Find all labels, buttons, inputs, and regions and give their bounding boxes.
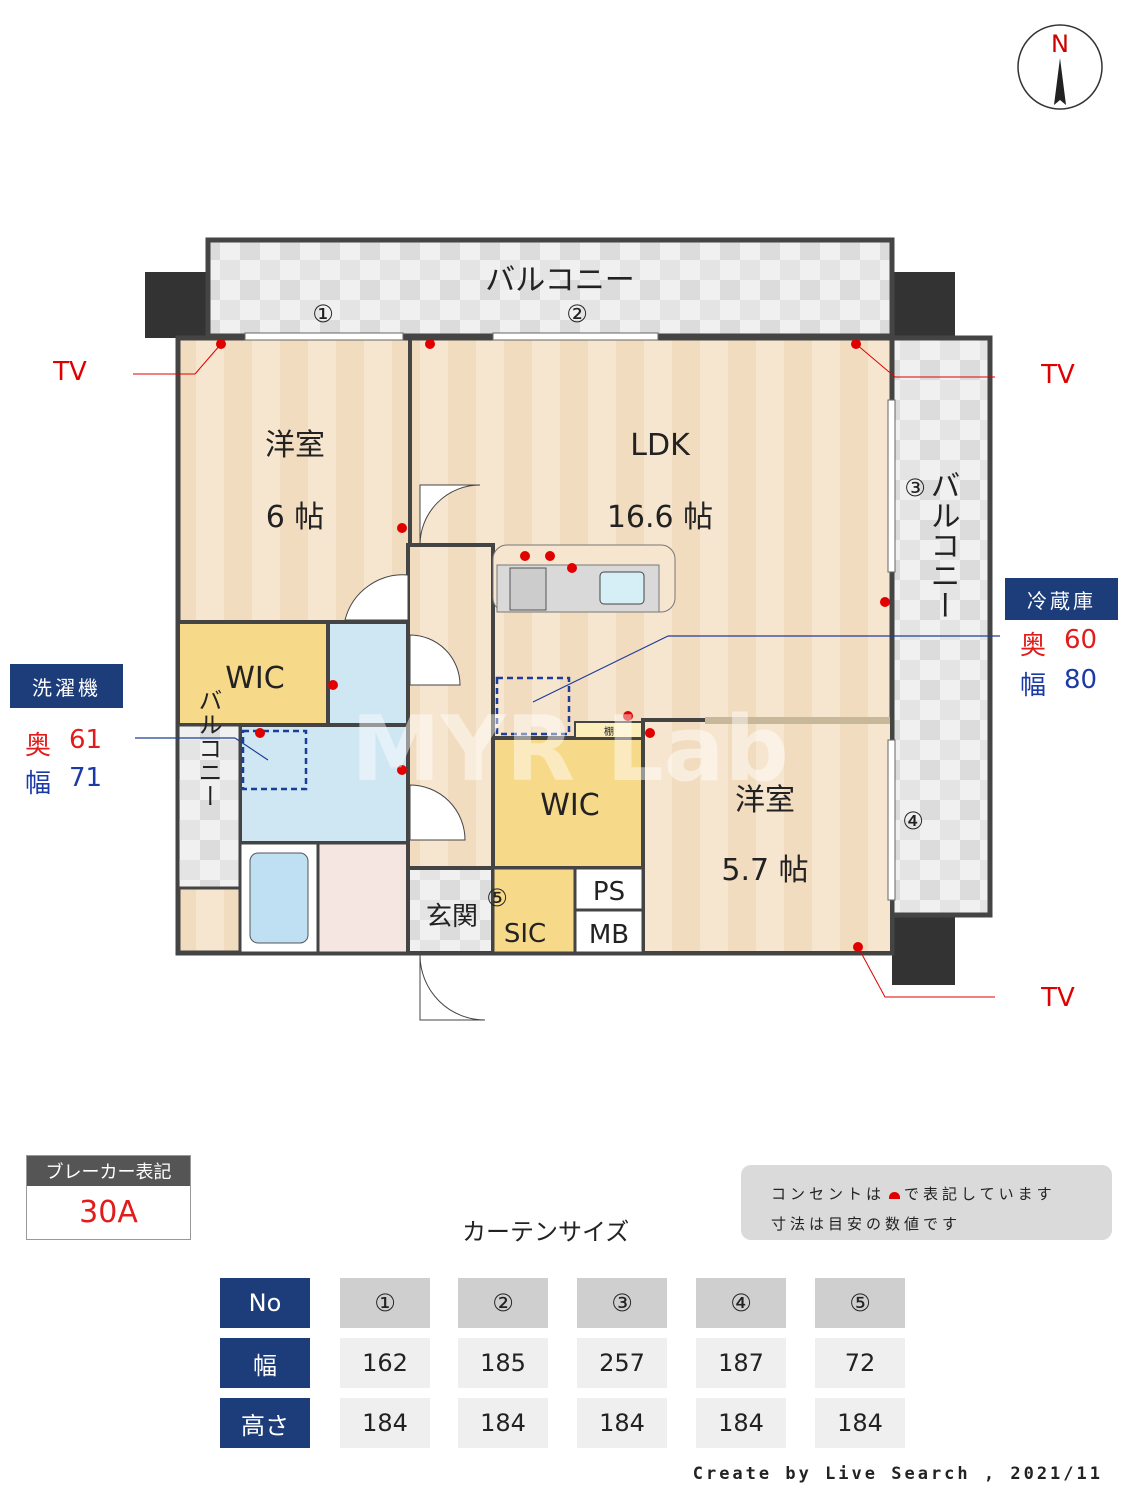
breaker-value: 30A [79, 1195, 138, 1230]
curtain-marker-5: ⑤ [486, 884, 508, 912]
western-room-1-size: 6 帖 [266, 500, 325, 535]
balcony-top-label: バルコニー [485, 263, 634, 298]
tv-label: TV [1040, 983, 1075, 1013]
balcony-right [889, 335, 993, 918]
row-header-width: 幅 [220, 1338, 310, 1388]
balcony-right-label: バルコニー [925, 470, 960, 620]
pillar [892, 915, 955, 985]
note-text: で表記しています [904, 1185, 1056, 1203]
balcony-left-label: バルコニー [194, 688, 222, 808]
width-value: 80 [1064, 665, 1098, 695]
depth-label: 奥 [25, 731, 52, 761]
width-label: 幅 [1020, 671, 1047, 701]
stove-icon [509, 567, 547, 611]
shelf-label: 棚 [604, 725, 614, 738]
ps-label: PS [593, 877, 625, 907]
meter-box [573, 908, 645, 955]
fridge-title: 冷蔵庫 [1005, 578, 1118, 620]
sliding-door [705, 717, 890, 724]
curtain-no: ② [458, 1278, 548, 1328]
row-header-no: No [220, 1278, 310, 1328]
western-room-2-label: 洋室 [735, 783, 795, 818]
door [344, 574, 409, 621]
curtain-width: 187 [696, 1338, 786, 1388]
washer-space [241, 729, 308, 791]
breaker-box: ブレーカー表記 30A [26, 1155, 191, 1240]
depth-value: 60 [1064, 625, 1098, 655]
door [409, 784, 466, 841]
note-text: 寸法は目安の数値です [771, 1215, 962, 1233]
door [419, 484, 481, 546]
curtain-marker-4: ④ [902, 807, 924, 835]
curtain-no: ③ [577, 1278, 667, 1328]
width-value: 71 [69, 763, 103, 793]
bathtub [249, 852, 309, 944]
curtain-height: 184 [577, 1398, 667, 1448]
curtain-height: 184 [340, 1398, 430, 1448]
fridge-depth: 奥 60 [1020, 625, 1097, 662]
shoe-closet [491, 866, 577, 955]
toilet-room [326, 620, 410, 727]
curtain-width: 257 [577, 1338, 667, 1388]
sink-icon [599, 571, 645, 605]
curtain-width: 72 [815, 1338, 905, 1388]
tv-label: TV [1040, 360, 1075, 390]
washer-title: 洗濯機 [10, 664, 123, 708]
curtain-no: ① [340, 1278, 430, 1328]
curtain-height: 184 [815, 1398, 905, 1448]
window-4 [887, 739, 896, 901]
western-room-2 [641, 718, 894, 955]
pillar [892, 272, 955, 338]
window-2 [492, 332, 659, 341]
curtain-width: 162 [340, 1338, 430, 1388]
curtain-marker-2: ② [566, 300, 588, 328]
tv-label: TV [52, 357, 87, 387]
western-room-2-size: 5.7 帖 [721, 853, 808, 888]
curtain-marker-1: ① [312, 300, 334, 328]
fridge-space [495, 676, 571, 736]
fridge-width: 幅 80 [1020, 665, 1097, 702]
row-header-height: 高さ [220, 1398, 310, 1448]
wic-left [176, 620, 330, 727]
depth-value: 61 [69, 725, 103, 755]
window-1 [244, 332, 404, 341]
mb-label: MB [589, 920, 629, 950]
curtain-no: ④ [696, 1278, 786, 1328]
depth-label: 奥 [1020, 631, 1047, 661]
compass: N [1017, 24, 1103, 110]
curtain-no: ⑤ [815, 1278, 905, 1328]
washer-width: 幅 71 [25, 763, 102, 800]
entrance-floor [406, 866, 495, 955]
curtain-width: 185 [458, 1338, 548, 1388]
note-text: コンセントは [771, 1185, 886, 1203]
sic-label: SIC [504, 919, 546, 949]
ldk-label: LDK [630, 428, 691, 463]
notes-box: コンセントはで表記しています 寸法は目安の数値です [741, 1165, 1112, 1240]
washer-depth: 奥 61 [25, 725, 102, 762]
pillar [145, 272, 208, 338]
curtain-table-title: カーテンサイズ [462, 1218, 630, 1246]
wic-middle-label: WIC [540, 788, 599, 823]
window-3 [887, 399, 896, 573]
outlet-icon [889, 1192, 901, 1199]
ldk-size: 16.6 帖 [607, 500, 713, 535]
width-label: 幅 [25, 769, 52, 799]
western-room-1-label: 洋室 [265, 428, 325, 463]
curtain-marker-3: ③ [904, 474, 926, 502]
door [409, 634, 461, 686]
wic-left-label: WIC [225, 661, 284, 696]
breaker-title: ブレーカー表記 [27, 1156, 190, 1186]
curtain-height: 184 [696, 1398, 786, 1448]
dressing-area [316, 841, 410, 955]
compass-north-label: N [1051, 30, 1069, 58]
entrance-door [419, 954, 486, 1021]
curtain-height: 184 [458, 1398, 548, 1448]
watermark: MYR Lab [351, 697, 789, 802]
credit-text: Create by Live Search , 2021/11 [692, 1464, 1103, 1484]
entrance-label: 玄関 [426, 902, 478, 932]
